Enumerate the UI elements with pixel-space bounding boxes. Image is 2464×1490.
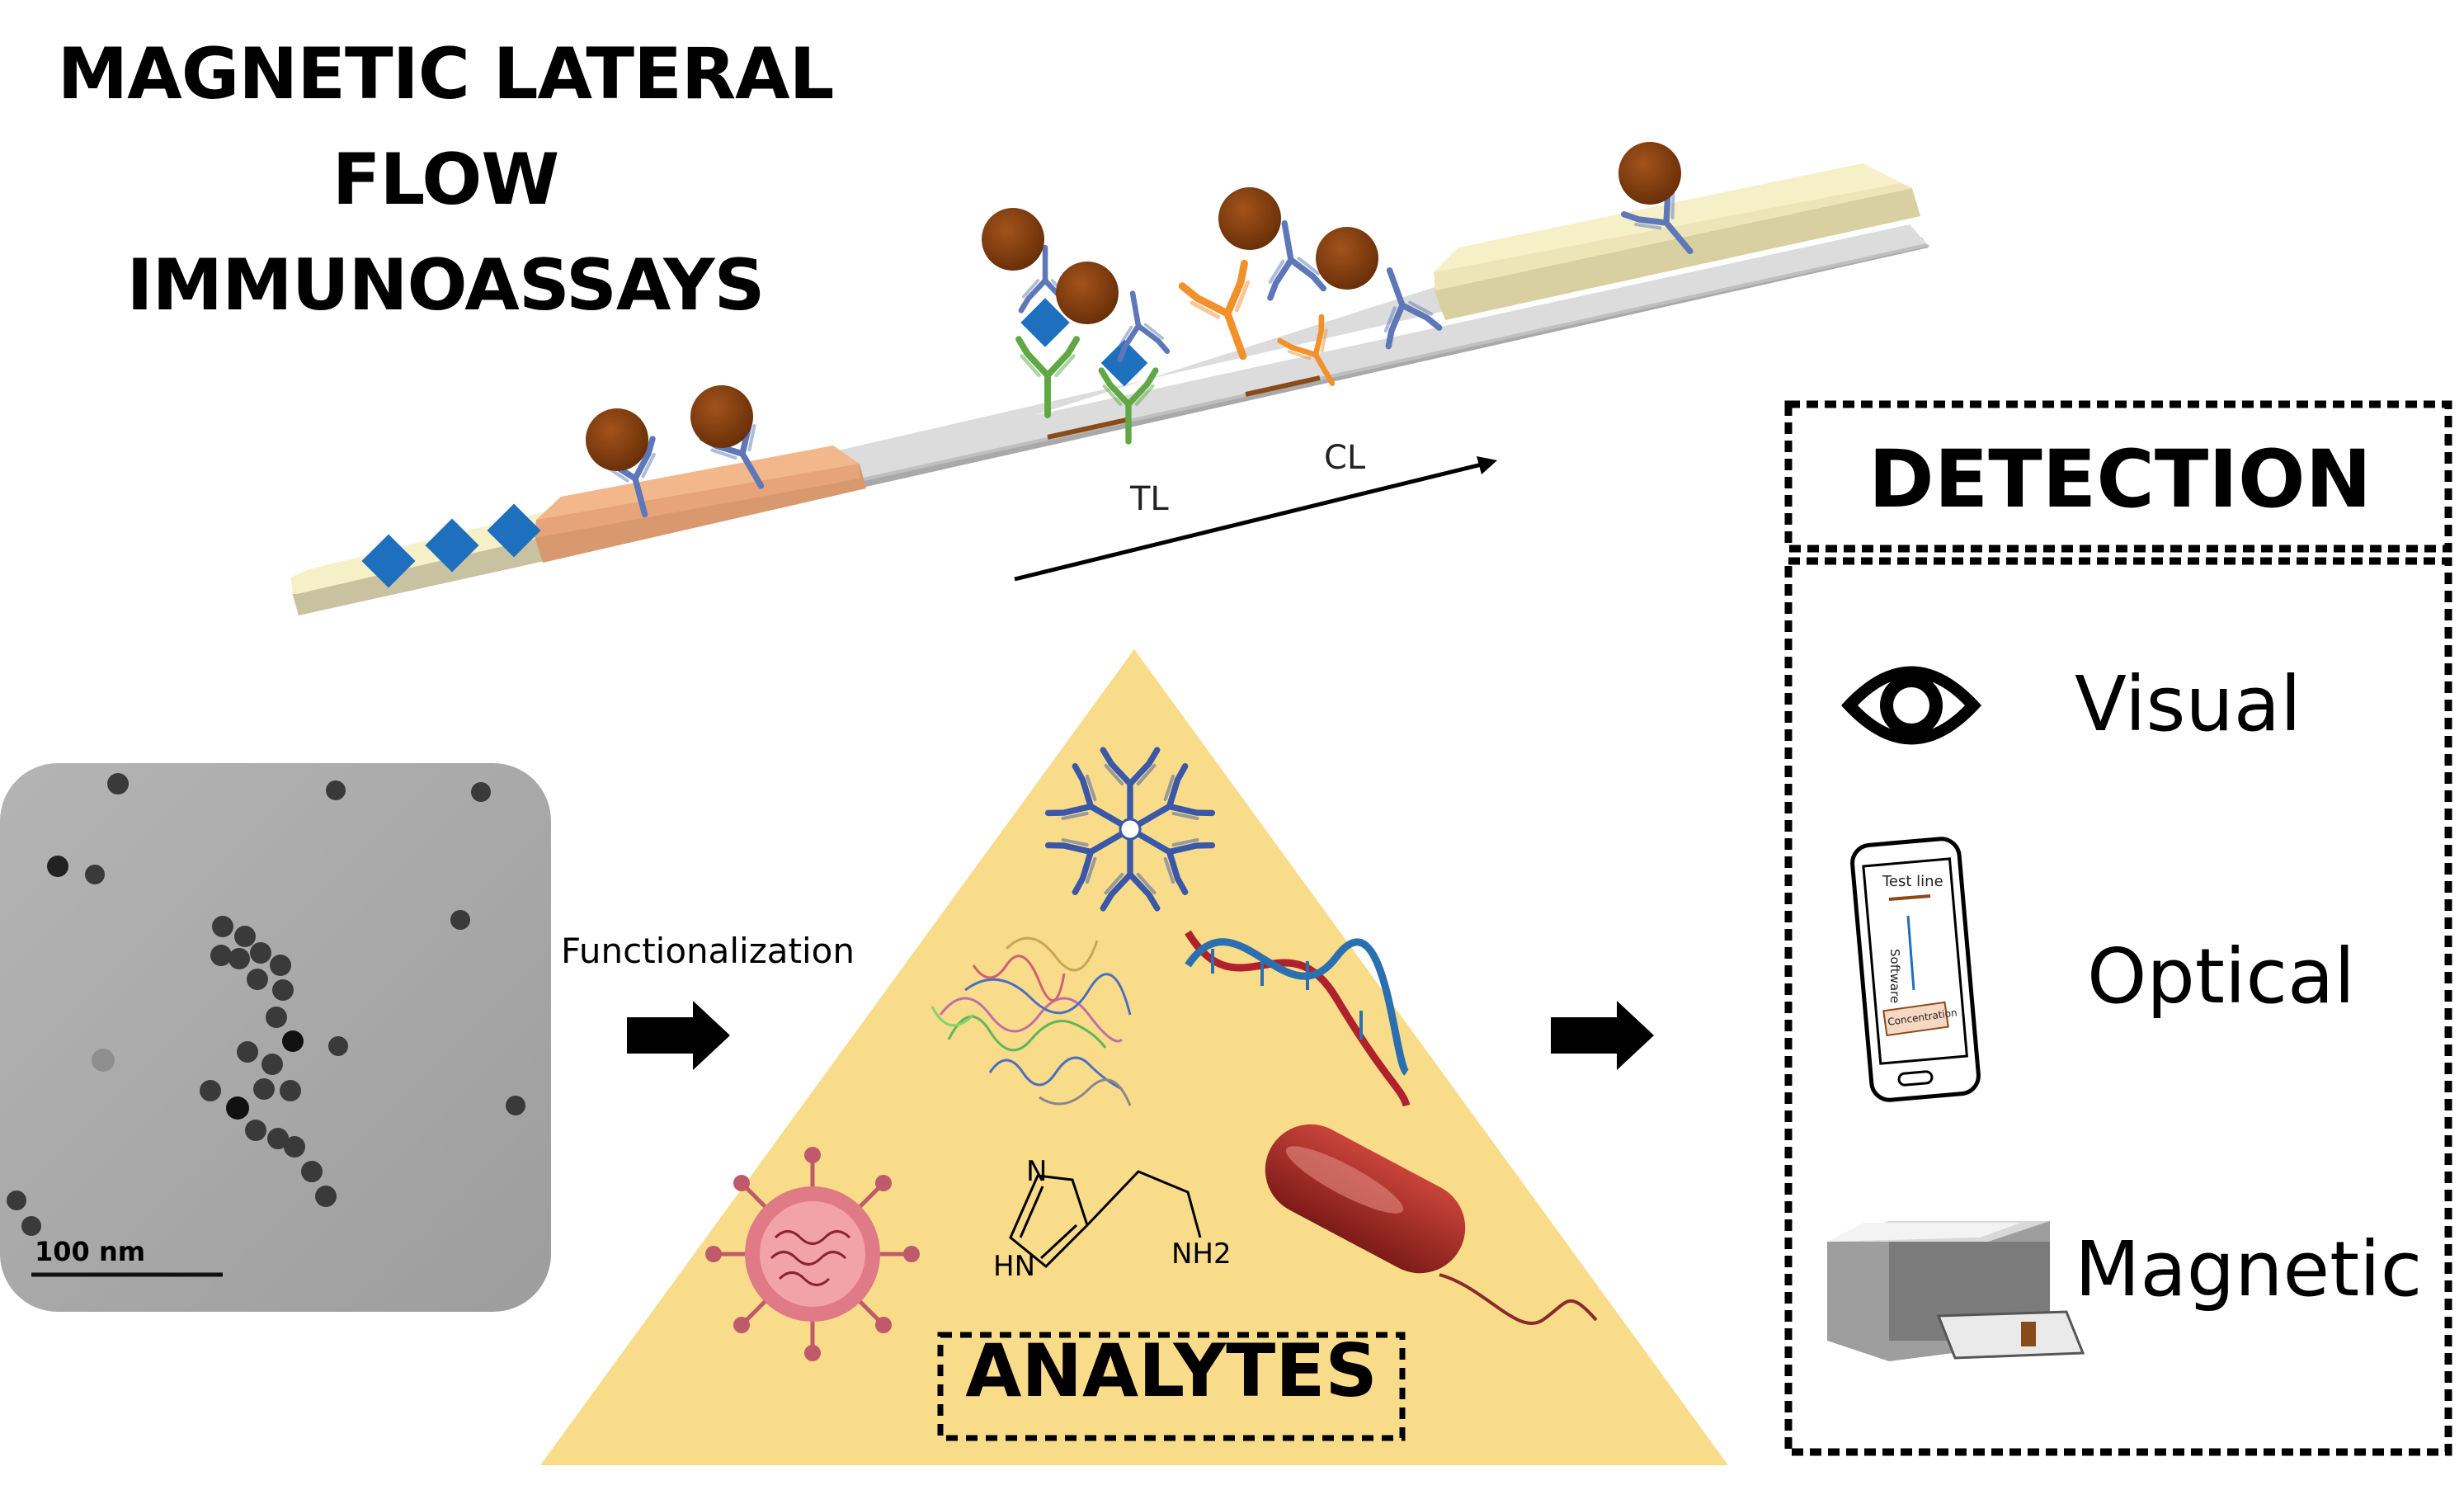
molecule-n-label: N (1026, 1155, 1048, 1188)
detection-method-visual: Visual (2075, 660, 2301, 748)
analytes-label-box (937, 1332, 1406, 1441)
detection-method-optical: Optical (2087, 932, 2355, 1021)
analytes-label: ANALYTES (965, 1328, 1378, 1413)
control-line (1245, 375, 1321, 397)
phone-software-text: Software (1887, 949, 1902, 1004)
absorbent-pad-conjugate (1618, 142, 1711, 269)
tem-micrograph (0, 763, 551, 1312)
test-line (1047, 417, 1131, 440)
conjugate-pad-conjugates (586, 385, 784, 521)
test-line-complexes (982, 208, 1167, 441)
bacterium-icon (1265, 1124, 1598, 1325)
magnetic-reader-graphic (1827, 1221, 2085, 1361)
sample-analytes (361, 503, 541, 588)
title-line-3: IMMUNOASSAYS (126, 244, 766, 327)
title-line-1: MAGNETIC LATERAL (57, 33, 835, 116)
protein-structure-icon (930, 936, 1132, 1106)
detection-arrow (1551, 1001, 1654, 1070)
conjugate-pad (535, 446, 866, 563)
title-line-2: FLOW (332, 139, 559, 221)
test-line-label: TL (1130, 480, 1169, 518)
histamine-molecule-icon (1009, 1170, 1202, 1269)
detection-method-magnetic: Magnetic (2075, 1225, 2423, 1313)
detection-panel (1784, 400, 2452, 1456)
phone-test-line-text: Test line (1882, 873, 1943, 890)
eye-icon-graphic (1841, 666, 1981, 745)
functionalization-arrow (627, 1001, 730, 1070)
scale-bar-label: 100 nm (35, 1236, 146, 1267)
smartphone-graphic (1850, 837, 1981, 1102)
dna-icon (1185, 930, 1411, 1107)
lateral-flow-strip (290, 163, 1930, 615)
detection-title: DETECTION (1868, 433, 2372, 526)
control-line-complexes (1182, 187, 1439, 395)
functionalization-label: Functionalization (561, 931, 855, 971)
molecule-hn-label: HN (993, 1250, 1035, 1283)
antibody-cluster-icon (1048, 750, 1213, 908)
flow-arrow (1014, 461, 1486, 582)
control-line-label: CL (1324, 439, 1366, 477)
molecule-nh2-label: NH2 (1171, 1238, 1232, 1271)
virus-icon (705, 1147, 920, 1361)
